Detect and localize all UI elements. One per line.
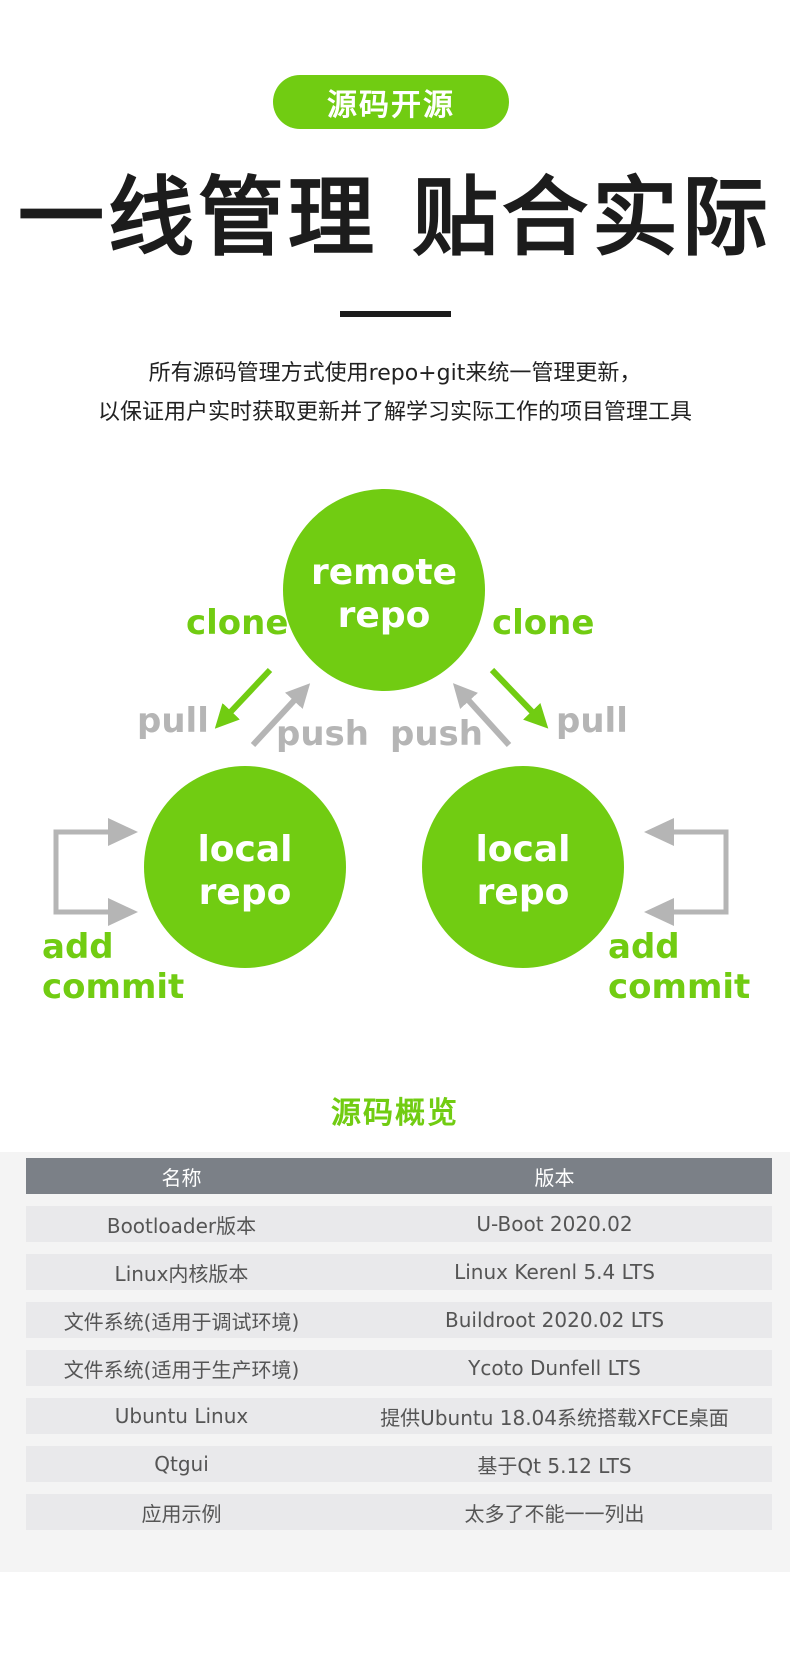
left-loop-arrow-top — [108, 818, 138, 846]
table-row: Ubuntu Linux 提供Ubuntu 18.04系统搭载XFCE桌面 — [26, 1398, 772, 1434]
row-name: Qtgui — [154, 1452, 209, 1476]
commit-left-label: commit — [42, 967, 184, 1007]
local-left-line1: local — [197, 829, 292, 870]
row-version: Buildroot 2020.02 LTS — [444, 1308, 665, 1332]
header-name: 名称 — [161, 1165, 202, 1190]
row-name: Ubuntu Linux — [114, 1404, 249, 1428]
pull-left-label: pull — [137, 701, 209, 741]
row-version: 基于Qt 5.12 LTS — [477, 1453, 632, 1478]
table-row: Qtgui 基于Qt 5.12 LTS — [26, 1446, 772, 1482]
table-row: 文件系统(适用于调试环境) Buildroot 2020.02 LTS — [26, 1302, 772, 1338]
row-version: 提供Ubuntu 18.04系统搭载XFCE桌面 — [380, 1405, 729, 1430]
row-name: 文件系统(适用于生产环境) — [63, 1357, 300, 1382]
page-headline: 一线管理 贴合实际 — [18, 168, 772, 268]
row-version: Ycoto Dunfell LTS — [468, 1356, 641, 1380]
description-line-2: 以保证用户实时获取更新并了解学习实际工作的项目管理工具 — [97, 400, 692, 425]
right-loop — [658, 829, 729, 915]
table-row: 应用示例 太多了不能一一列出 — [26, 1494, 772, 1530]
push-right-arrow — [452, 683, 512, 748]
local-repo-right-circle — [422, 766, 624, 968]
push-right-label: push — [390, 714, 483, 754]
source-overview-table: 名称 版本 Bootloader版本 U-Boot 2020.02 Linux内… — [26, 1158, 772, 1530]
row-name: 文件系统(适用于调试环境) — [63, 1309, 300, 1334]
left-loop — [53, 829, 126, 915]
row-version: 太多了不能一一列出 — [464, 1501, 645, 1526]
row-name: 应用示例 — [141, 1501, 222, 1526]
row-version: U-Boot 2020.02 — [476, 1212, 633, 1236]
clone-left-arrow — [214, 667, 273, 729]
local-right-line2: repo — [477, 872, 570, 913]
left-loop-arrow-bottom — [108, 898, 138, 926]
overview-title: 源码概览 — [331, 1096, 459, 1131]
right-loop-arrow-bottom — [644, 898, 674, 926]
right-loop-arrow-top — [644, 818, 674, 846]
row-name: Linux内核版本 — [114, 1261, 249, 1286]
table-row: 文件系统(适用于生产环境) Ycoto Dunfell LTS — [26, 1350, 772, 1386]
divider — [340, 311, 451, 317]
header-version: 版本 — [534, 1165, 575, 1190]
row-version: Linux Kerenl 5.4 LTS — [454, 1260, 655, 1284]
add-right-label: add — [608, 927, 680, 967]
push-left-arrow — [250, 683, 311, 748]
local-right-line1: local — [475, 829, 570, 870]
clone-left-label: clone — [186, 603, 288, 643]
add-left-label: add — [42, 927, 114, 967]
row-name: Bootloader版本 — [106, 1213, 257, 1238]
pull-right-label: pull — [556, 701, 628, 741]
local-left-line2: repo — [199, 872, 292, 913]
table-row: Bootloader版本 U-Boot 2020.02 — [26, 1206, 772, 1242]
description-line-1: 所有源码管理方式使用repo+git来统一管理更新， — [148, 361, 642, 386]
push-left-label: push — [276, 714, 369, 754]
section-badge: 源码开源 — [273, 75, 509, 129]
local-repo-left-circle — [144, 766, 346, 968]
table-row: Linux内核版本 Linux Kerenl 5.4 LTS — [26, 1254, 772, 1290]
clone-right-label: clone — [492, 603, 594, 643]
remote-repo-circle — [283, 489, 485, 691]
commit-right-label: commit — [608, 967, 750, 1007]
remote-repo-line2: repo — [338, 595, 431, 636]
table-header: 名称 版本 — [26, 1158, 772, 1194]
repo-workflow-diagram: remote repo local repo local repo clone … — [42, 489, 750, 1007]
clone-right-arrow — [489, 667, 549, 729]
remote-repo-line1: remote — [311, 552, 457, 593]
